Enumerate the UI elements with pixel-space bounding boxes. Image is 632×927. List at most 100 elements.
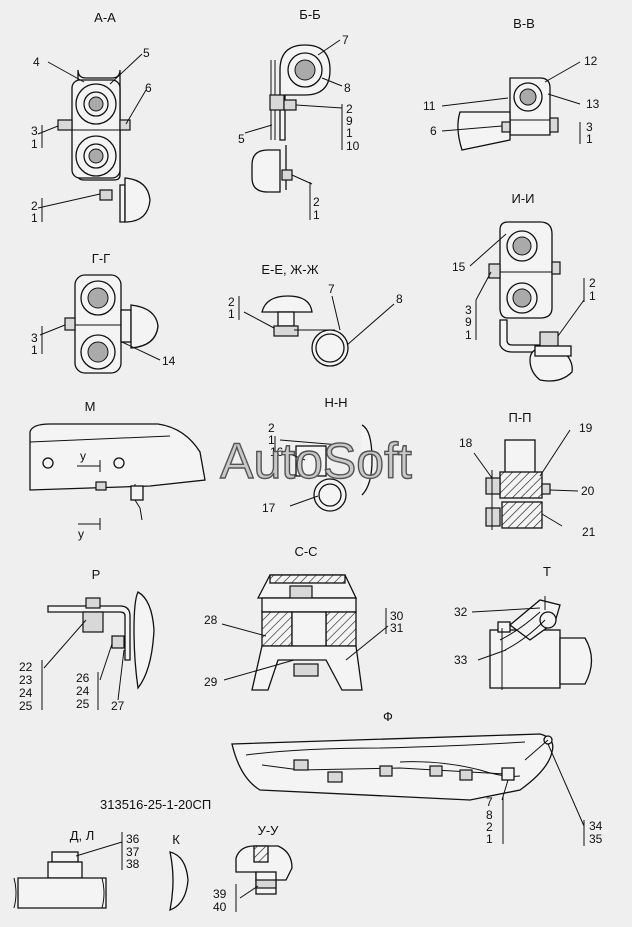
- callout-ss-30: 30: [390, 609, 404, 623]
- section-m: М у у: [29, 399, 206, 541]
- callout-ii-3: 3: [465, 303, 472, 317]
- section-k: К: [169, 832, 189, 912]
- callout-f-8: 8: [486, 808, 493, 822]
- section-title-gg: Г-Г: [92, 251, 110, 266]
- callout-bb-2: 2: [346, 102, 353, 116]
- section-title-f: Ф: [383, 709, 393, 724]
- callout-ii-1: 1: [465, 328, 472, 342]
- section-f: Ф 7 8 2 1 34 35: [231, 709, 603, 846]
- section-nn: Н-Н 2 1 16 17: [262, 395, 373, 515]
- callout-pp-20: 20: [581, 484, 595, 498]
- callout-r-25: 25: [19, 699, 33, 713]
- callout-dl-36: 36: [126, 832, 140, 846]
- section-title-r: Р: [92, 567, 101, 582]
- callout-r-24: 24: [19, 686, 33, 700]
- drawing-code: 313516-25-1-20СП: [100, 797, 211, 812]
- callout-t-32: 32: [454, 605, 468, 619]
- callout-f-7: 7: [486, 795, 493, 809]
- callout-ee-8: 8: [396, 292, 403, 306]
- section-uu: У-У 39 40: [213, 823, 293, 914]
- section-title-pp: П-П: [508, 410, 531, 425]
- section-title-dl: Д, Л: [70, 828, 95, 843]
- callout-pp-18: 18: [459, 436, 473, 450]
- section-vv: В-В 12 13 11 6 3 1: [423, 16, 600, 151]
- callout-bb-7: 7: [342, 33, 349, 47]
- callout-gg-3: 3: [31, 331, 38, 345]
- callout-bb-10: 10: [346, 139, 360, 153]
- callout-aa-4: 4: [33, 55, 40, 69]
- callout-r-26: 26: [76, 671, 90, 685]
- callout-r-22: 22: [19, 660, 33, 674]
- callout-ii-15: 15: [452, 260, 466, 274]
- callout-r-23: 23: [19, 673, 33, 687]
- callout-ii-9: 9: [465, 315, 472, 329]
- callout-ss-31: 31: [390, 621, 404, 635]
- callout-uu-39: 39: [213, 887, 227, 901]
- section-title-t: Т: [543, 564, 551, 579]
- callout-aa-6: 6: [145, 81, 152, 95]
- section-aa: А-А 4 5 6 3 1 2 1: [31, 10, 152, 225]
- callout-vv-6: 6: [430, 124, 437, 138]
- callout-r-27: 27: [111, 699, 125, 713]
- callout-ss-29: 29: [204, 675, 218, 689]
- callout-nn-1: 1: [268, 433, 275, 447]
- callout-nn-16: 16: [270, 445, 284, 459]
- section-title-uu: У-У: [258, 823, 280, 838]
- section-title-vv: В-В: [513, 16, 535, 31]
- callout-aa-1b: 1: [31, 211, 38, 225]
- callout-bb-2b: 2: [313, 195, 320, 209]
- callout-f-2: 2: [486, 820, 493, 834]
- section-title-aa: А-А: [94, 10, 116, 25]
- callout-vv-1: 1: [586, 132, 593, 146]
- callout-vv-3: 3: [586, 120, 593, 134]
- callout-gg-14: 14: [162, 354, 176, 368]
- section-title-nn: Н-Н: [324, 395, 347, 410]
- section-r: Р 22 23 24 25 26 24 25 27: [19, 567, 155, 713]
- callout-m-y1: у: [80, 449, 86, 463]
- callout-ee-1: 1: [228, 307, 235, 321]
- callout-aa-3: 3: [31, 124, 38, 138]
- section-title-ss: С-С: [294, 544, 317, 559]
- section-title-bb: Б-Б: [299, 7, 320, 22]
- callout-ii-2: 2: [589, 276, 596, 290]
- callout-pp-19: 19: [579, 421, 593, 435]
- callout-gg-1: 1: [31, 343, 38, 357]
- section-title-ee: Е-Е, Ж-Ж: [261, 262, 318, 277]
- section-title-k: К: [172, 832, 180, 847]
- callout-dl-38: 38: [126, 857, 140, 871]
- callout-ss-28: 28: [204, 613, 218, 627]
- section-t: Т 32 33: [454, 564, 593, 690]
- section-ee: Е-Е, Ж-Ж 2 1 7 8: [228, 262, 403, 367]
- callout-f-35: 35: [589, 832, 603, 846]
- section-pp: П-П 18 19 20 21: [459, 410, 596, 539]
- callout-aa-2: 2: [31, 199, 38, 213]
- callout-vv-11: 11: [423, 99, 436, 113]
- callout-ii-1b: 1: [589, 289, 596, 303]
- callout-bb-1: 1: [346, 126, 353, 140]
- callout-t-33: 33: [454, 653, 468, 667]
- callout-r-25b: 25: [76, 697, 90, 711]
- section-ii: И-И 15 3 9 1 2 1: [452, 191, 596, 382]
- section-title-m: М: [85, 399, 96, 414]
- callout-r-24b: 24: [76, 684, 90, 698]
- callout-ee-7: 7: [328, 282, 335, 296]
- section-gg: Г-Г 3 1 14: [31, 251, 176, 374]
- watermark: AutoSoft: [220, 433, 412, 489]
- callout-vv-13: 13: [586, 97, 600, 111]
- callout-ee-2: 2: [228, 295, 235, 309]
- callout-aa-5: 5: [143, 46, 150, 60]
- callout-uu-40: 40: [213, 900, 227, 914]
- callout-f-34: 34: [589, 819, 603, 833]
- callout-nn-2: 2: [268, 421, 275, 435]
- callout-bb-1b: 1: [313, 208, 320, 222]
- callout-aa-1: 1: [31, 137, 38, 151]
- callout-bb-9: 9: [346, 114, 353, 128]
- callout-pp-21: 21: [582, 525, 596, 539]
- callout-dl-37: 37: [126, 845, 140, 859]
- callout-m-y2: у: [78, 527, 84, 541]
- section-ss: С-С 28 29 30 31: [204, 544, 404, 691]
- section-bb: Б-Б 7 8 2 9 1 10 5 2 1: [238, 7, 360, 222]
- section-title-ii: И-И: [511, 191, 534, 206]
- callout-f-1: 1: [486, 832, 493, 846]
